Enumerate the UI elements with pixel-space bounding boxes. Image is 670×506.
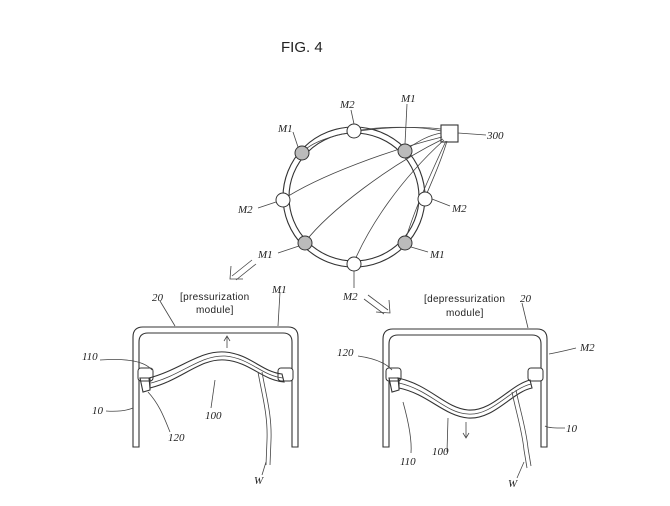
- support-120-left: [139, 377, 151, 393]
- double-arrow-left: [229, 259, 257, 281]
- controller-box: [440, 124, 459, 143]
- label-120-left: 120: [168, 432, 185, 444]
- end-cap-right: [277, 367, 294, 382]
- label-110-left: 110: [82, 351, 98, 363]
- frame-20-left: [132, 326, 299, 372]
- label-m1-left: M1: [277, 123, 293, 135]
- double-arrow-right: [363, 294, 391, 315]
- label-m2-module: M2: [579, 342, 595, 354]
- label-m2-right: M2: [451, 203, 467, 215]
- label-20-right: 20: [520, 293, 532, 305]
- depressurization-caption-1: [depressurization: [424, 294, 505, 305]
- label-m1-bottom-right: M1: [429, 249, 445, 261]
- label-100-left: 100: [205, 410, 222, 422]
- wire-w-right: [511, 391, 528, 469]
- label-w-left: W: [254, 475, 264, 487]
- depressurization-caption-2: module]: [446, 308, 484, 319]
- label-m2-left: M2: [237, 204, 253, 216]
- label-controller-300: 300: [486, 130, 504, 142]
- base-10-right: [382, 372, 548, 448]
- node-m2-left: [275, 192, 291, 208]
- label-m2-bottom: M2: [342, 291, 358, 303]
- label-m1-bottom-left: M1: [257, 249, 273, 261]
- node-m1-top-right: [397, 143, 413, 159]
- node-m1-top-left: [294, 145, 310, 161]
- label-10-right: 10: [566, 423, 578, 435]
- module-ring: M2 M1 M1 300 M2 M2 M1 M1 M2: [237, 93, 504, 303]
- node-m2-top: [346, 123, 362, 139]
- pressurization-caption-1: [pressurization: [180, 292, 250, 303]
- label-m1-top: M1: [400, 93, 416, 105]
- label-100-right: 100: [432, 446, 449, 458]
- base-10-left: [132, 372, 299, 448]
- figure-title: FIG. 4: [281, 39, 323, 56]
- node-m2-bottom: [346, 256, 362, 272]
- label-m1-module: M1: [271, 284, 287, 296]
- wire-w-left: [257, 371, 268, 466]
- depressurization-module: [depressurization module] 20 M2 120: [337, 293, 595, 490]
- pressurization-module: [pressurization module] 20 M1 110 10: [82, 284, 299, 487]
- end-cap-right-r: [527, 367, 544, 382]
- pressurization-caption-2: module]: [196, 305, 234, 316]
- node-m2-right: [417, 191, 433, 207]
- label-110-right: 110: [400, 456, 416, 468]
- label-20-left: 20: [152, 292, 164, 304]
- node-m1-bottom-right: [397, 235, 413, 251]
- membrane-100-right: [397, 377, 533, 419]
- label-120-right: 120: [337, 347, 354, 359]
- membrane-100-left: [148, 351, 285, 389]
- label-10-left: 10: [92, 405, 104, 417]
- support-120-right: [388, 377, 400, 393]
- node-m1-bottom-left: [297, 235, 313, 251]
- label-w-right: W: [508, 478, 518, 490]
- frame-20-right: [382, 328, 548, 372]
- label-m2-top: M2: [339, 99, 355, 111]
